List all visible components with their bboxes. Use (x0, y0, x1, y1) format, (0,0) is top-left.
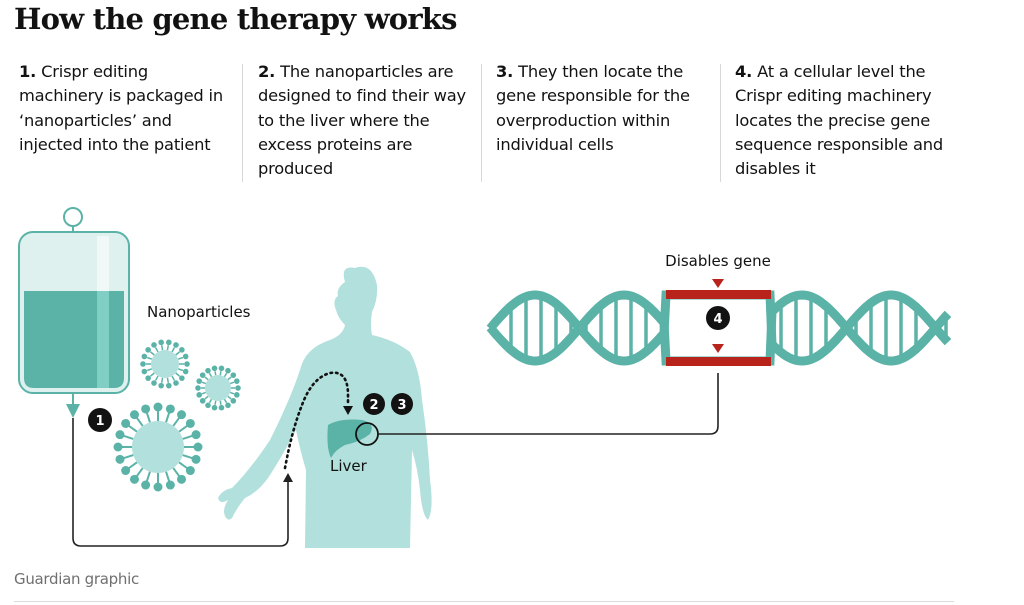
divider (242, 64, 243, 182)
step-1: 1. Crispr editing machinery is packaged … (19, 60, 234, 180)
steps-row: 1. Crispr editing machinery is packaged … (0, 60, 1024, 182)
step-4: 4. At a cellular level the Crispr editin… (735, 60, 965, 180)
nanoparticles-group (113, 339, 241, 492)
graphic-credit: Guardian graphic (14, 570, 139, 588)
page-title: How the gene therapy works (14, 2, 457, 36)
step-3: 3. They then locate the gene responsible… (496, 60, 711, 180)
svg-text:4: 4 (713, 312, 722, 327)
step-badge-1: 1 (88, 408, 112, 432)
liver-label: Liver (330, 457, 368, 475)
step-number: 2. (258, 62, 276, 81)
injection-path (72, 418, 289, 547)
liver-to-gene-connector (378, 373, 719, 435)
svg-text:1: 1 (95, 414, 104, 429)
step-text: At a cellular level the Crispr editing m… (735, 62, 943, 179)
svg-text:2: 2 (369, 398, 378, 413)
nanoparticles-label: Nanoparticles (147, 303, 251, 321)
svg-text:3: 3 (397, 398, 406, 413)
disabled-gene-segment (666, 279, 771, 366)
step-2: 2. The nanoparticles are designed to fin… (258, 60, 473, 180)
bloodstream-path (283, 371, 350, 470)
nanoparticle-icon (140, 339, 190, 389)
step-badge-2: 2 (363, 393, 385, 415)
divider (720, 64, 721, 182)
step-badge-4: 4 (706, 306, 730, 330)
bottom-divider (14, 601, 954, 602)
nanoparticle-icon (195, 365, 241, 411)
iv-bag-icon (18, 207, 130, 418)
step-number: 4. (735, 62, 753, 81)
step-badge-3: 3 (391, 393, 413, 415)
step-text: They then locate the gene responsible fo… (496, 62, 690, 154)
step-number: 1. (19, 62, 37, 81)
disables-gene-label: Disables gene (665, 252, 771, 270)
nanoparticle-icon (113, 402, 203, 492)
step-number: 3. (496, 62, 514, 81)
divider (481, 64, 482, 182)
human-body-icon (218, 266, 432, 548)
step-text: The nanoparticles are designed to find t… (258, 62, 466, 179)
step-text: Crispr editing machinery is packaged in … (19, 62, 223, 154)
illustration: 1 Nanoparticles Liver 2 3 Disables gene … (18, 207, 952, 548)
